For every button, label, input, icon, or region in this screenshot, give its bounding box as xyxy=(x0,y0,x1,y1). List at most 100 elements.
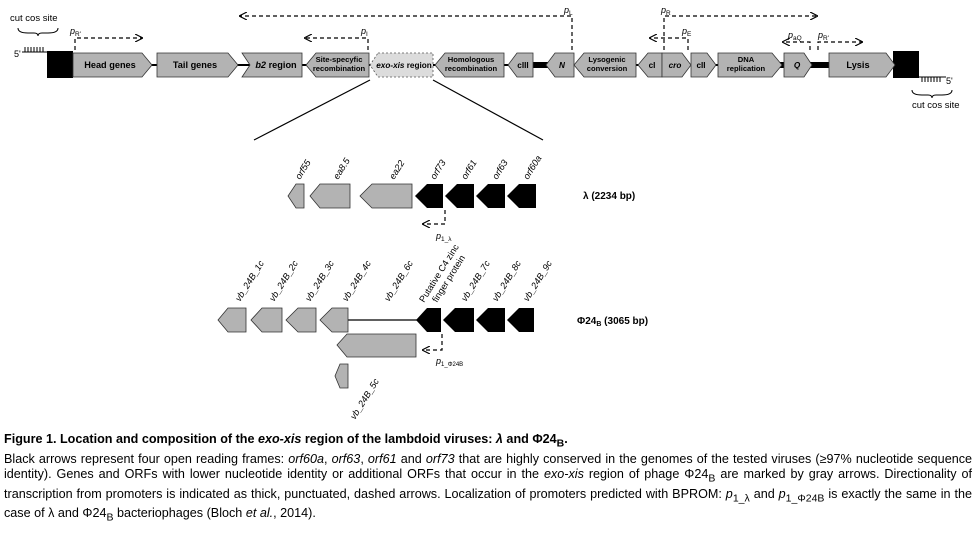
b2-region-label: b2 region xyxy=(255,60,297,70)
phi-orf8-arrow xyxy=(476,308,505,332)
genome-diagram: cut cos site 5' 5' cut cos site xyxy=(10,5,960,421)
orf-label: vb_24B_3c xyxy=(303,258,336,303)
q-gene-arrow xyxy=(783,52,813,78)
orf-label: vb_24B_2c xyxy=(267,258,300,303)
five-prime-left: 5' xyxy=(14,49,21,59)
pR-arrow xyxy=(663,16,817,50)
orf-label: ea8.5 xyxy=(331,156,352,182)
zoom-line-left xyxy=(253,79,371,141)
phi-zinc-finger-arrow xyxy=(416,308,441,332)
dna-replication-label-1: DNA xyxy=(738,55,755,64)
lambda-orf55-arrow xyxy=(287,183,305,209)
caption-body: Black arrows represent four open reading… xyxy=(4,451,972,524)
paQ-label: paQ xyxy=(787,30,802,42)
homologous-label-1: Homologous xyxy=(448,55,494,64)
orf-label: vb_24B_4c xyxy=(340,258,373,303)
pI-label: pI xyxy=(360,26,368,38)
lysogenic-conversion-arrow xyxy=(573,52,637,78)
tail-genes-arrow xyxy=(156,52,239,78)
exo-xis-label: exo-xis region xyxy=(376,61,432,70)
phi-p1-label: p1_Φ24B xyxy=(435,356,463,368)
q-label: Q xyxy=(794,61,801,70)
lambda-orf60a-arrow xyxy=(507,184,536,208)
pR-prime-right-label: pR' xyxy=(817,30,829,42)
orf-label: orf60a xyxy=(521,154,543,181)
cos-site-right: 5' cut cos site xyxy=(893,51,960,111)
phi-orf7-arrow xyxy=(443,308,474,332)
phi-orf2-arrow xyxy=(250,307,283,333)
ci-arrow xyxy=(637,52,663,78)
phi-orf6-arrow xyxy=(336,333,417,358)
phi-p1-arrow xyxy=(423,334,443,350)
dna-replication-label-2: replication xyxy=(727,64,766,73)
orf-label: orf55 xyxy=(293,157,313,181)
exo-xis-region-arrow xyxy=(369,52,434,78)
cos-right-brace xyxy=(911,89,953,99)
phi-orf3-arrow xyxy=(285,307,317,333)
homologous-recombination-arrow xyxy=(434,52,505,78)
dna-replication-arrow xyxy=(717,52,783,78)
phi-orf5-arrow xyxy=(334,363,349,389)
phi24b-exo-xis-region: vb_24B_1c vb_24B_2c vb_24B_3c vb_24B_4c … xyxy=(217,242,648,421)
lambda-length-label: λ (2234 bp) xyxy=(583,191,635,202)
cii-arrow xyxy=(690,52,717,78)
cos-left-block xyxy=(47,51,73,78)
site-specific-label-1: Site-specyfic xyxy=(316,55,363,64)
cos-right-block xyxy=(893,51,919,78)
five-prime-right: 5' xyxy=(946,76,953,86)
figure-caption: Figure 1. Location and composition of th… xyxy=(4,432,972,526)
lysogenic-label-1: Lysogenic xyxy=(588,55,625,64)
pE-label: pE xyxy=(681,26,692,38)
pR-label: pR xyxy=(660,5,671,17)
head-genes-arrow xyxy=(72,52,153,78)
pL-label: pL xyxy=(563,5,573,17)
orf-label: vb_24B_8c xyxy=(490,258,523,303)
cos-left-label: cut cos site xyxy=(10,13,58,24)
orf-label: vb_24B_6c xyxy=(382,258,415,303)
ci-label: cI xyxy=(649,61,656,70)
pE-arrow xyxy=(650,38,689,50)
phi-orf4-arrow xyxy=(319,307,349,333)
pI-arrow xyxy=(305,38,369,50)
cii-label: cII xyxy=(696,61,705,70)
orf-label: ea22 xyxy=(387,158,406,181)
pR-prime-left-arrow xyxy=(74,38,142,50)
lysis-label: Lysis xyxy=(846,60,869,70)
lambda-p1-label: p1_λ xyxy=(435,231,452,243)
lambda-ea8.5-arrow xyxy=(309,183,351,209)
b2-region-arrow xyxy=(241,52,303,78)
n-gene-arrow xyxy=(545,52,575,78)
phi-orf9-arrow xyxy=(507,308,534,332)
cro-arrow xyxy=(661,52,692,78)
lambda-orf63-arrow xyxy=(476,184,505,208)
orf-label: orf73 xyxy=(428,157,448,181)
cos-left-brace xyxy=(17,27,59,37)
lysogenic-label-2: conversion xyxy=(587,64,628,73)
cro-label: cro xyxy=(669,61,682,70)
paQ-arrow xyxy=(783,42,811,50)
tail-genes-label: Tail genes xyxy=(173,60,217,70)
lysis-arrow xyxy=(828,52,896,78)
site-specific-recombination-arrow xyxy=(305,52,370,78)
lambda-ea22-arrow xyxy=(359,183,413,209)
homologous-label-2: recombination xyxy=(445,64,498,73)
n-label: N xyxy=(559,61,566,70)
phi-length-label: Φ24B (3065 bp) xyxy=(577,316,648,328)
lambda-exo-xis-region: orf55 ea8.5 ea22 orf73 orf61 orf63 orf60… xyxy=(287,154,635,243)
pL-arrow xyxy=(240,16,573,50)
site-specific-label-2: recombination xyxy=(313,64,366,73)
cos-right-label: cut cos site xyxy=(912,100,960,111)
orf-label: orf63 xyxy=(490,157,510,181)
orf-label: vb_24B_5c xyxy=(348,376,381,421)
caption-title: Figure 1. Location and composition of th… xyxy=(4,432,568,450)
lambda-orf61-arrow xyxy=(445,184,474,208)
orf-label: vb_24B_1c xyxy=(233,258,266,303)
orf-label: vb_24B_9c xyxy=(521,258,554,303)
ciii-arrow xyxy=(507,52,534,78)
phi-orf1-arrow xyxy=(217,307,247,333)
pR-prime-left-label: pR' xyxy=(69,26,81,38)
lambda-orf73-arrow xyxy=(415,184,443,208)
orf-label: orf61 xyxy=(459,158,479,181)
lambda-p1-arrow xyxy=(423,210,446,224)
pR-prime-right-arrow xyxy=(817,42,862,50)
